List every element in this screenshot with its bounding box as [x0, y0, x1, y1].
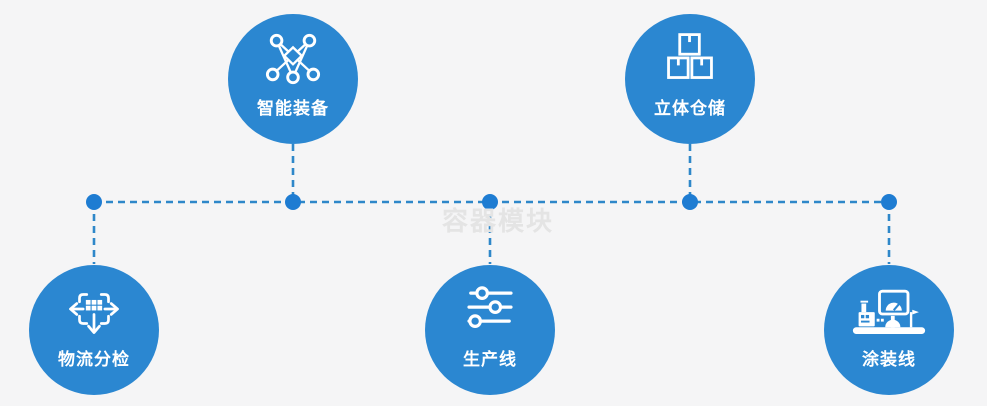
node-warehouse[interactable]: 立体仓储	[625, 14, 755, 144]
node-label: 立体仓储	[654, 99, 726, 119]
junction-dot	[86, 194, 102, 210]
junction-dot	[682, 194, 698, 210]
node-label: 生产线	[463, 350, 517, 370]
junction-dot	[881, 194, 897, 210]
node-logistics-sorting[interactable]: 物流分检	[29, 265, 159, 395]
sliders-icon	[467, 286, 513, 328]
node-label: 涂装线	[862, 350, 916, 370]
node-coating-line[interactable]: 涂装线	[824, 265, 954, 395]
sorting-distribution-icon	[69, 293, 119, 334]
node-smart-equipment[interactable]: 智能装备	[228, 14, 358, 144]
node-label: 智能装备	[257, 99, 329, 119]
coating-station-icon	[852, 289, 926, 334]
node-production-line[interactable]: 生产线	[425, 265, 555, 395]
junction-dot	[482, 194, 498, 210]
node-label: 物流分检	[58, 350, 130, 370]
stacked-boxes-icon	[667, 33, 713, 79]
watermark-text: 容器模块	[441, 207, 554, 237]
network-nodes-icon	[265, 33, 321, 85]
junction-dot	[285, 194, 301, 210]
